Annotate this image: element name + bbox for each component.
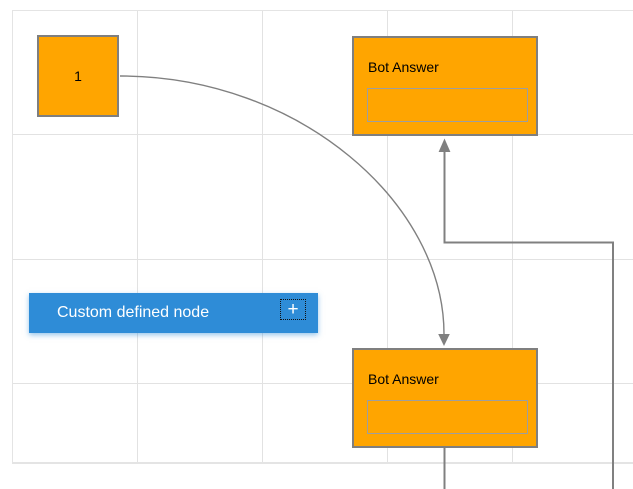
bot-answer-node-bottom[interactable]: Bot Answer (352, 348, 538, 448)
gridline (137, 11, 138, 462)
bot-answer-title: Bot Answer (368, 371, 439, 387)
arrowhead-down-icon (438, 334, 450, 346)
gridline (262, 11, 263, 462)
start-node[interactable]: 1 (37, 35, 119, 117)
plus-icon: + (287, 299, 299, 320)
gridline (13, 134, 633, 135)
bot-answer-input[interactable] (367, 88, 528, 122)
bot-answer-input[interactable] (367, 400, 528, 434)
start-node-label: 1 (74, 68, 82, 84)
custom-defined-node[interactable]: Custom defined node + (29, 293, 318, 333)
gridline (13, 259, 633, 260)
bot-answer-title: Bot Answer (368, 59, 439, 75)
custom-node-label: Custom defined node (57, 304, 210, 321)
add-node-button[interactable]: + (280, 299, 306, 320)
arrowhead-up-icon (438, 138, 451, 152)
connector-curve[interactable] (119, 75, 450, 346)
bot-answer-node-top[interactable]: Bot Answer (352, 36, 538, 136)
gridline (13, 383, 633, 384)
gridline (387, 11, 388, 462)
connector-elbow[interactable] (438, 138, 614, 489)
gridline (512, 11, 513, 462)
